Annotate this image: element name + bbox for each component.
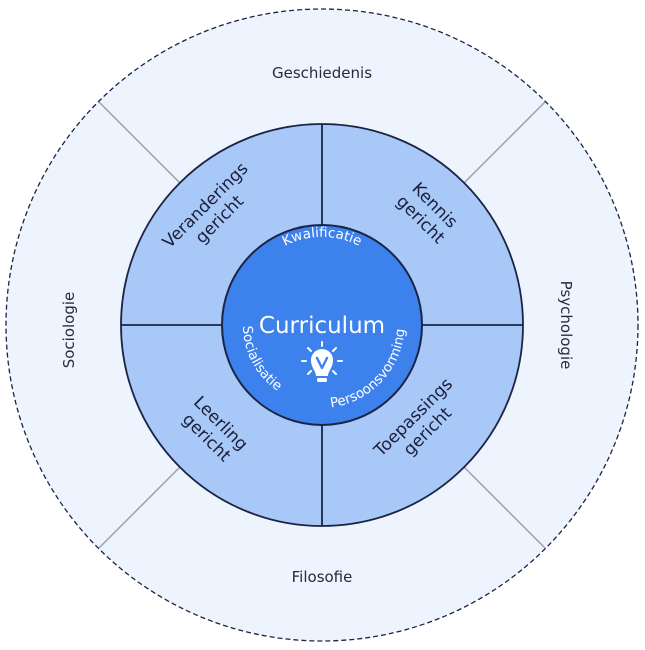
- center-title: Curriculum: [259, 313, 385, 339]
- outer-label-top: Geschiedenis: [272, 64, 372, 82]
- center-circle: [221, 224, 423, 426]
- outer-label-right: Psychologie: [557, 281, 575, 370]
- outer-label-bottom: Filosofie: [292, 568, 353, 586]
- outer-dividers: [98, 101, 546, 549]
- lightbulb-check-icon: [301, 341, 343, 382]
- outer-label-left: Sociologie: [60, 292, 78, 369]
